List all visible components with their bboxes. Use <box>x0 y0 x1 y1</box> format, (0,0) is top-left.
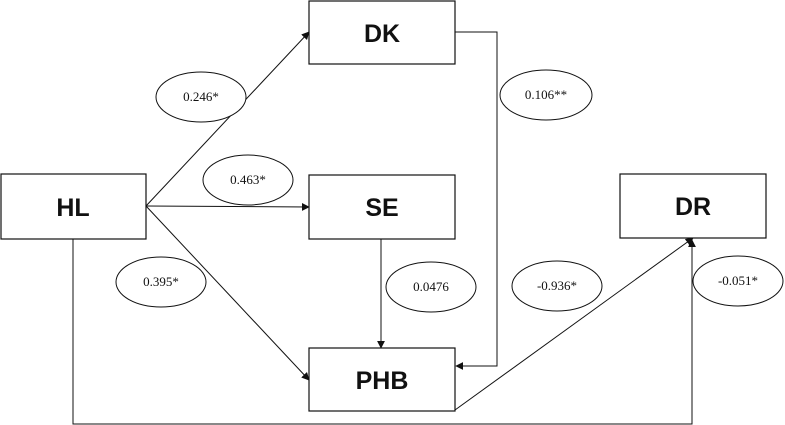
node-phb: PHB <box>308 347 456 412</box>
edge-dk-phb <box>455 31 498 370</box>
edge-hl-phb <box>145 205 310 381</box>
coef-phb-dr: -0.936* <box>511 260 603 312</box>
coef-hl-dk-label: 0.246* <box>183 89 219 104</box>
coef-phb-dr-label: -0.936* <box>537 278 577 293</box>
coef-se-phb-label: 0.0476 <box>413 279 449 294</box>
node-hl: HL <box>0 173 147 240</box>
edge-phb-dr <box>454 237 694 411</box>
node-dr-label: DR <box>675 193 711 221</box>
coef-hl-dk: 0.246* <box>155 71 247 123</box>
coef-hl-dr: -0.051* <box>692 255 784 307</box>
edge-hl-se <box>145 202 310 211</box>
node-phb-label: PHB <box>356 367 409 395</box>
edge-hl-dk <box>145 31 310 207</box>
node-dr: DR <box>619 173 767 239</box>
coef-hl-se: 0.463* <box>202 154 294 206</box>
coef-dk-phb: 0.106** <box>499 69 593 121</box>
node-hl-label: HL <box>56 194 89 222</box>
node-dk-label: DK <box>364 20 400 48</box>
coef-hl-phb-label: 0.395* <box>143 274 179 289</box>
coef-hl-phb: 0.395* <box>115 256 207 308</box>
node-se: SE <box>308 174 456 240</box>
node-dk: DK <box>308 0 456 65</box>
coef-hl-dr-label: -0.051* <box>718 273 758 288</box>
edge-hl-dr <box>72 239 696 425</box>
coef-se-phb: 0.0476 <box>385 261 477 313</box>
coef-dk-phb-label: 0.106** <box>525 87 567 102</box>
node-se-label: SE <box>365 194 398 222</box>
coef-hl-se-label: 0.463* <box>230 172 266 187</box>
